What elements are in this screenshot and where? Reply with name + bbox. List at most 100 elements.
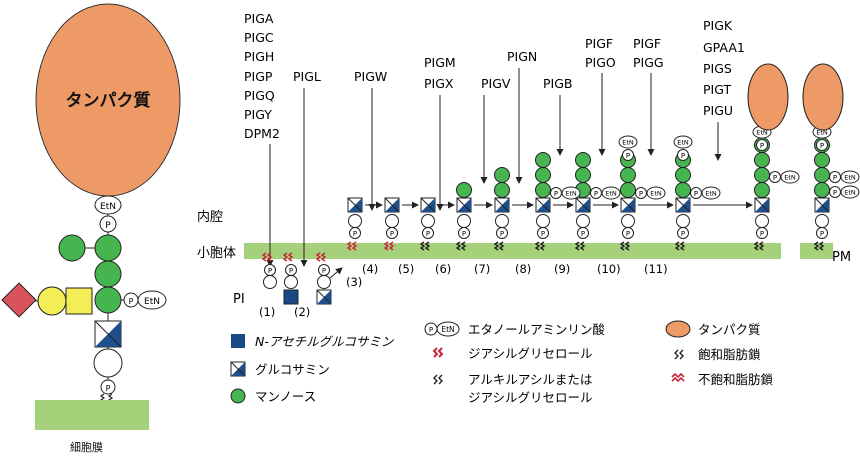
etn-text-e0: EtN: [565, 190, 577, 198]
lipid-chain-0-b: [351, 241, 358, 251]
gene-dpm2: DPM2: [244, 126, 280, 141]
gene-pigf-1: PIGF: [585, 36, 613, 51]
lipid-chain-c1-a: [282, 252, 289, 262]
membrane-label: 細胞膜: [70, 441, 103, 454]
phosphate-text-e6: P: [833, 189, 837, 197]
mannose-7-1: [620, 167, 636, 183]
phosphate-text-e2: P: [639, 190, 643, 198]
inositol-9: [755, 214, 769, 228]
etn-e0: [561, 186, 581, 200]
phosphate-text-2: P: [426, 230, 430, 238]
side-yellow-circle: [37, 286, 67, 316]
legend-saturated-icon: [674, 349, 684, 360]
phosphate-t1: [622, 149, 634, 161]
legend-alkylacyl-label-1: アルキルアシルまたは: [468, 372, 592, 387]
phosphate-label: P: [105, 221, 111, 231]
phosphate-text-c1: P: [289, 267, 293, 275]
phosphate-text-e3: P: [694, 190, 698, 198]
left-inositol: [93, 348, 123, 378]
glcn-line-5: [535, 197, 551, 213]
phosphate-text-t1: P: [626, 152, 630, 160]
legend-unsaturated-label: 不飽和脂肪鎖: [698, 372, 774, 387]
mannose-4-1: [494, 167, 510, 183]
step-numbers: (1) (2) (3) (4) (5) (6) (7) (8) (9) (10)…: [259, 262, 668, 319]
mannose-7-0: [620, 182, 636, 198]
gene-pigt: PIGT: [703, 82, 731, 97]
phosphate-text-e1: P: [594, 190, 598, 198]
protein-er: [747, 63, 789, 131]
phosphate-text-t4: P: [820, 142, 824, 150]
gene-pigy: PIGY: [244, 107, 272, 122]
legend-etn-text: EtN: [441, 325, 454, 334]
gene-pigh: PIGH: [244, 49, 274, 64]
gene-pigb: PIGB: [543, 76, 573, 91]
legend-saturated-label: 飽和脂肪鎖: [698, 347, 761, 362]
phosphate-text-e5: P: [833, 174, 837, 182]
legend-mannose-label: マンノース: [255, 389, 316, 404]
gene-pigk: PIGK: [703, 18, 733, 33]
glcn-line-8: [675, 197, 691, 213]
er-label: 小胞体: [197, 246, 236, 261]
inositol-6: [576, 214, 590, 228]
etn-e4: [780, 170, 800, 184]
inositol-c2: [317, 275, 331, 289]
legend-alkylacyl-icon: [433, 374, 443, 385]
legend-glcnac-label: N-アセチルグルコサミン: [255, 334, 395, 349]
etn-text-e6: EtN: [844, 189, 856, 197]
gene-pigv: PIGV: [481, 76, 511, 91]
glcnac-c1: [283, 289, 299, 305]
phosphate-text-7: P: [626, 230, 630, 238]
inositol-10: [815, 214, 829, 228]
lipid-chain-3-b: [460, 241, 467, 251]
glcn-line-9: [754, 197, 770, 213]
lipid-chain-1-b: [388, 241, 395, 251]
lipid-chain-2-a: [419, 241, 426, 251]
lipid-chain-c2-a: [315, 252, 322, 262]
legend-etn-p-label: エタノールアミンリン酸: [468, 322, 605, 337]
step-number-5: (5): [398, 262, 414, 276]
mannose-8-0: [675, 182, 691, 198]
mannose-4-0: [494, 182, 510, 198]
lipid-chain-9-b: [758, 241, 765, 251]
inositol-1: [385, 214, 399, 228]
lipid-chain-8-a: [674, 241, 681, 251]
inositol-0: [348, 214, 362, 228]
lipid-chain-c0-a: [261, 252, 268, 262]
inositol-2: [421, 214, 435, 228]
lipid-chain-6-b: [579, 241, 586, 251]
lipid-chain-4-a: [493, 241, 500, 251]
gene-pigp: PIGP: [244, 69, 273, 84]
side-phosphate-label: P: [129, 297, 134, 306]
lipid-chain-9-a: [753, 241, 760, 251]
lipid-chain-4-b: [498, 241, 505, 251]
mannose-9-0: [754, 182, 770, 198]
glcn-line-0: [347, 197, 363, 213]
mannose-8-1: [675, 167, 691, 183]
phosphate-text-0: P: [353, 230, 357, 238]
legend-unsaturated-icon: [671, 372, 685, 383]
inositol-c0: [263, 275, 277, 289]
legend-protein-label: タンパク質: [698, 322, 761, 337]
lipid-chain-7-a: [619, 241, 626, 251]
etn-e6: [840, 185, 860, 199]
phosphate-text-6: P: [581, 230, 585, 238]
etn-text-e2: EtN: [650, 190, 662, 198]
legend-protein-icon: [665, 320, 691, 338]
inositol-3: [457, 214, 471, 228]
step-number-4: (4): [362, 262, 378, 276]
etn-label: EtN: [100, 202, 116, 212]
legend-glcnac-icon: [231, 334, 245, 348]
mannose-5-0: [535, 182, 551, 198]
glcn-line-3: [456, 197, 472, 213]
inositol-8: [676, 214, 690, 228]
mannose-3-0: [456, 182, 472, 198]
glcn-line-6: [575, 197, 591, 213]
mannose-10-1: [814, 167, 830, 183]
phosphate-text-5: P: [541, 230, 545, 238]
lipid-chain-c1-b: [287, 252, 294, 262]
flip-arrow: [329, 267, 343, 279]
step-number-1: (1): [259, 305, 275, 319]
lipid-chain-6-a: [574, 241, 581, 251]
phosphate-text-t3: P: [760, 142, 764, 150]
gene-pign: PIGN: [507, 49, 537, 64]
